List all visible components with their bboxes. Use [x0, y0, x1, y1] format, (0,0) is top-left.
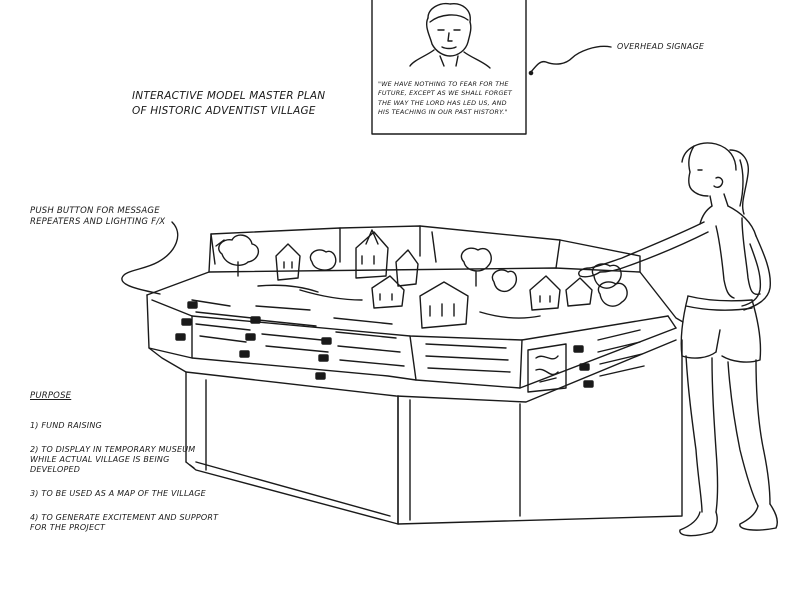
purpose-section: PURPOSE 1) FUND RAISING 2) TO DISPLAY IN… — [30, 391, 220, 547]
push-button-leader — [122, 222, 178, 294]
control-buttons — [176, 302, 593, 387]
portrait — [410, 4, 490, 68]
title-line-1: INTERACTIVE MODEL MASTER PLAN — [132, 90, 326, 102]
panel-middle — [426, 344, 510, 372]
purpose-item: 4) TO GENERATE EXCITEMENT AND SUPPORT FO… — [30, 512, 219, 532]
purpose-item: 3) TO BE USED AS A MAP OF THE VILLAGE — [30, 488, 206, 498]
woman-figure — [579, 143, 778, 536]
panel-right — [528, 330, 644, 392]
purpose-item: 1) FUND RAISING — [30, 420, 102, 430]
purpose-item: 2) TO DISPLAY IN TEMPORARY MUSEUM WHILE … — [30, 444, 196, 474]
model-display-case — [147, 226, 683, 524]
title-line-2: OF HISTORIC ADVENTIST VILLAGE — [132, 105, 316, 118]
village-model — [219, 230, 627, 328]
panel-left — [192, 300, 404, 366]
overhead-sign — [372, 0, 611, 134]
page-title: INTERACTIVE MODEL MASTER PLAN OF HISTORI… — [132, 89, 325, 119]
signage-quote: "WE HAVE NOTHING TO FEAR FOR THE FUTURE,… — [378, 80, 512, 116]
purpose-heading: PURPOSE — [30, 391, 72, 401]
overhead-signage-label: OVERHEAD SIGNAGE — [617, 42, 705, 51]
push-button-label: PUSH BUTTON FOR MESSAGE REPEATERS AND LI… — [30, 206, 166, 227]
